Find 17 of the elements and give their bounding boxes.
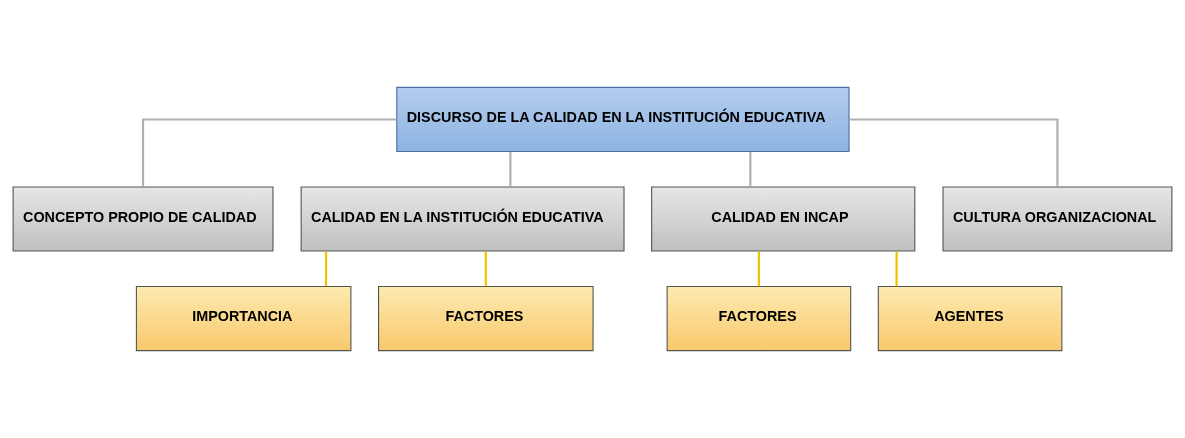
- connector: [757, 251, 760, 287]
- connector: [849, 118, 1059, 187]
- node-box: CONCEPTO PROPIO DE CALIDAD: [12, 186, 274, 252]
- connector: [895, 251, 898, 287]
- node-box: AGENTES: [877, 285, 1063, 352]
- connector: [484, 251, 487, 287]
- node-box: FACTORES: [378, 285, 594, 352]
- node-box: DISCURSO DE LA CALIDAD EN LA INSTITUCIÓN EDUCATIVA: [396, 86, 850, 153]
- node-box: CALIDAD EN INCAP: [651, 186, 916, 252]
- connector: [749, 152, 752, 187]
- connector: [141, 118, 397, 187]
- node-box: CULTURA ORGANIZACIONAL: [942, 186, 1173, 252]
- node-box: IMPORTANCIA: [135, 285, 352, 352]
- connector: [324, 251, 328, 287]
- connector: [509, 152, 512, 187]
- node-box: FACTORES: [666, 285, 852, 352]
- node-box: CALIDAD EN LA INSTITUCIÓN EDUCATIVA: [300, 186, 625, 252]
